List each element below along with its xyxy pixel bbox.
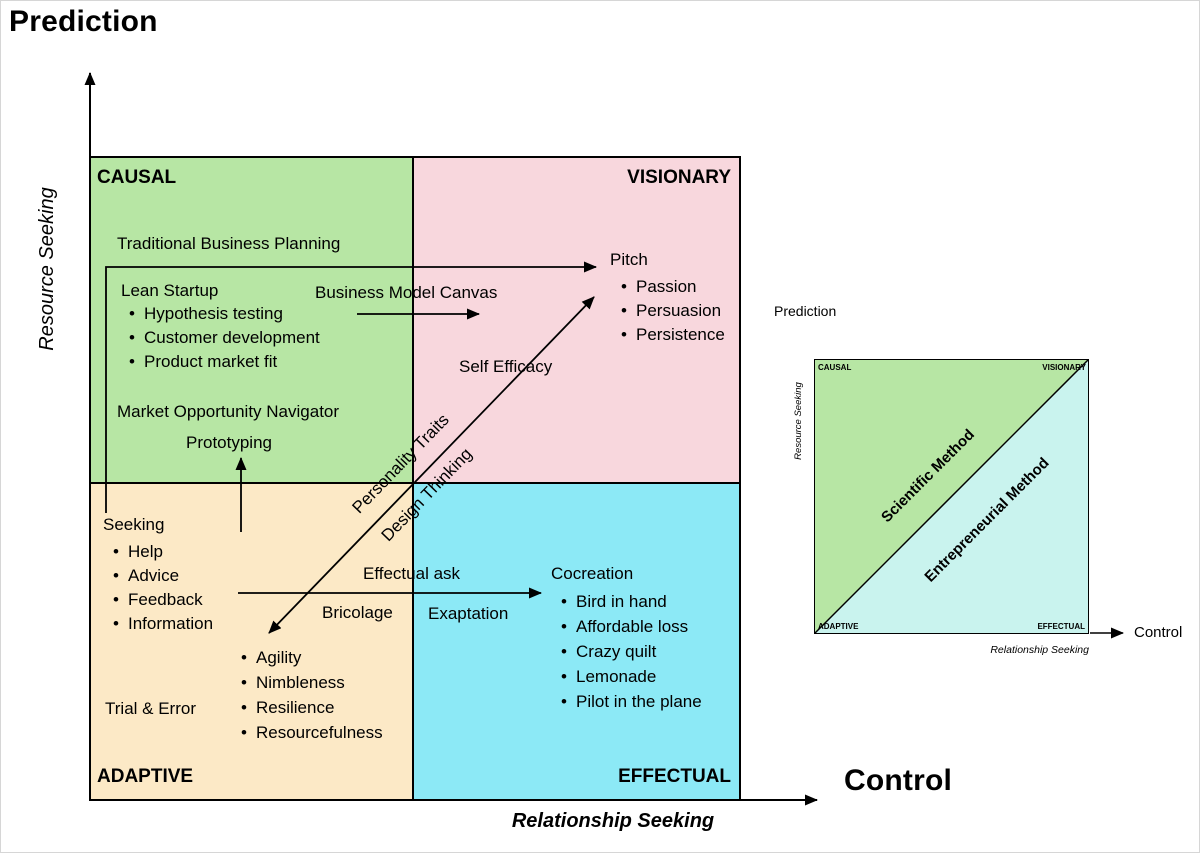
relationship-seeking-axis-title: Relationship Seeking [511,810,715,832]
cocreation-bullets: Bird in hand Affordable loss Crazy quilt… [559,589,702,714]
effectual-ask-label: Effectual ask [363,564,461,583]
bullet-item: Persistence [619,323,725,347]
inset-triangles [815,360,1088,633]
bullet-item: Nimbleness [239,670,383,695]
trial-and-error-label: Trial & Error [105,699,196,718]
bullet-item: Resourcefulness [239,720,383,745]
bullet-item: Crazy quilt [559,639,702,664]
resource-seeking-axis-title: Resource Seeking [36,187,58,351]
bullet-item: Affordable loss [559,614,702,639]
inset-prediction-label: Prediction [774,303,837,319]
bullet-item: Help [111,540,213,564]
control-axis-title: Control [844,764,953,797]
bullet-item: Pilot in the plane [559,689,702,714]
inset-causal-label: CAUSAL [818,363,852,372]
inset-method-diagram: CAUSAL VISIONARY ADAPTIVE EFFECTUAL Scie… [814,359,1089,634]
seeking-bullets: Help Advice Feedback Information [111,540,213,636]
inset-diagonal-line [815,360,1088,633]
bullet-item: Bird in hand [559,589,702,614]
pitch-title: Pitch [610,250,648,269]
prototyping-label: Prototyping [186,433,272,452]
pitch-bullets: Passion Persuasion Persistence [619,275,725,347]
bullet-item: Lemonade [559,664,702,689]
lean-startup-title: Lean Startup [121,281,219,300]
business-model-canvas-label: Business Model Canvas [315,283,498,302]
inset-effectual-label: EFFECTUAL [1037,622,1085,631]
seeking-title: Seeking [103,515,165,534]
lean-startup-bullets: Hypothesis testing Customer development … [127,302,320,374]
visionary-label: VISIONARY [627,167,731,188]
exaptation-label: Exaptation [428,604,509,623]
inset-visionary-label: VISIONARY [1042,363,1086,372]
causal-label: CAUSAL [97,167,177,188]
prediction-axis-title: Prediction [9,5,158,38]
bullet-item: Resilience [239,695,383,720]
inset-adaptive-label: ADAPTIVE [818,622,859,631]
bullet-item: Product market fit [127,350,320,374]
cocreation-title: Cocreation [551,564,634,583]
inset-relationship-seeking-label: Relationship Seeking [990,644,1089,656]
adaptive-traits-bullets: Agility Nimbleness Resilience Resourcefu… [239,645,383,745]
bullet-item: Feedback [111,588,213,612]
bullet-item: Agility [239,645,383,670]
inset-resource-seeking-label: Resource Seeking [793,382,804,460]
bullet-item: Passion [619,275,725,299]
market-opportunity-navigator-label: Market Opportunity Navigator [117,402,340,421]
self-efficacy-label: Self Efficacy [459,357,553,376]
bullet-item: Persuasion [619,299,725,323]
bricolage-label: Bricolage [322,603,393,622]
adaptive-label: ADAPTIVE [97,766,194,787]
effectual-label: EFFECTUAL [618,766,731,787]
bullet-item: Advice [111,564,213,588]
bullet-item: Customer development [127,326,320,350]
bullet-item: Hypothesis testing [127,302,320,326]
bullet-item: Information [111,612,213,636]
traditional-business-planning-label: Traditional Business Planning [117,234,341,253]
inset-control-label: Control [1134,624,1183,641]
